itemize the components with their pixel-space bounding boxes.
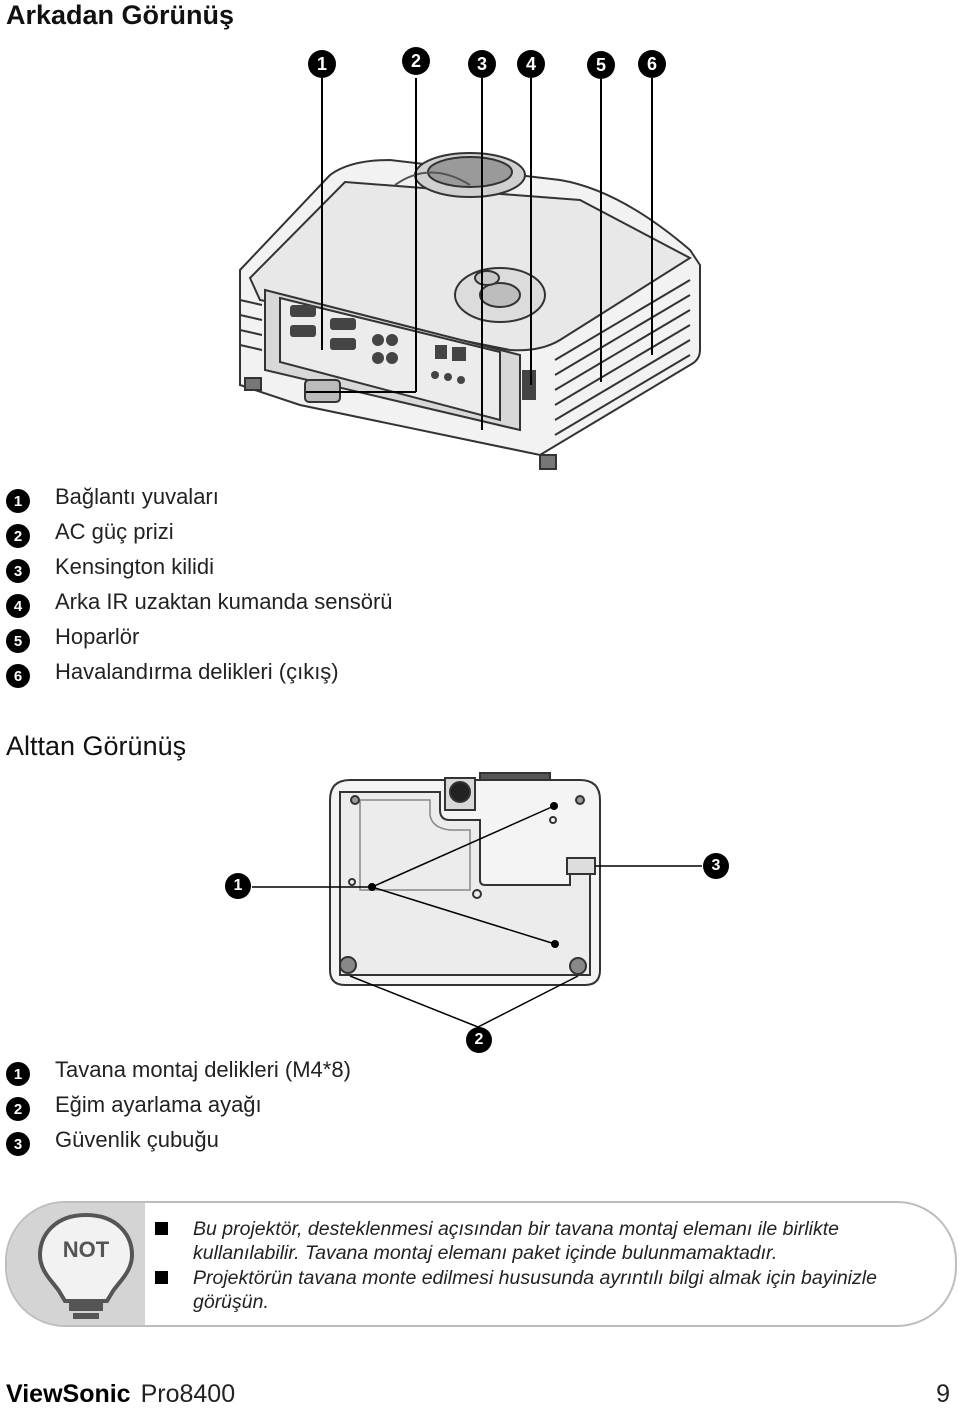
bullet-square-icon <box>155 1222 168 1235</box>
legend-number: 3 <box>6 1132 30 1156</box>
rear-callout-6: 6 <box>638 50 666 78</box>
legend-number: 2 <box>6 1097 30 1121</box>
rear-callout-5: 5 <box>587 51 615 79</box>
legend-number: 1 <box>6 1062 30 1086</box>
rear-callout-4: 4 <box>517 50 545 78</box>
legend-label: Hoparlör <box>55 624 140 649</box>
bottom-callout-3: 3 <box>703 853 729 879</box>
note-text: Projektörün tavana monte edilmesi hususu… <box>193 1267 877 1313</box>
note-icon-label: NOT <box>63 1237 110 1262</box>
bottom-view-diagram <box>252 772 702 1028</box>
lightbulb-icon: NOT <box>37 1212 135 1319</box>
footer-brand: ViewSonic Pro8400 <box>6 1380 235 1409</box>
legend-number: 3 <box>6 559 30 583</box>
bottom-callout-2: 2 <box>466 1027 492 1053</box>
rear-view-title: Arkadan Görünüş <box>6 0 235 30</box>
legend-label: Güvenlik çubuğu <box>55 1127 219 1152</box>
legend-number: 6 <box>6 664 30 688</box>
rear-view-diagram <box>239 78 701 470</box>
legend-number: 1 <box>6 489 30 513</box>
note-text: Bu projektör, desteklenmesi açısından bi… <box>193 1218 840 1264</box>
legend-label: Eğim ayarlama ayağı <box>55 1092 262 1117</box>
legend-number: 4 <box>6 594 30 618</box>
bottom-callout-1: 1 <box>225 873 251 899</box>
page-number: 9 <box>936 1380 950 1408</box>
bottom-view-title: Alttan Görünüş <box>6 731 187 761</box>
legend-label: AC güç prizi <box>55 519 174 544</box>
rear-callout-2: 2 <box>402 47 430 75</box>
brand-name: ViewSonic <box>6 1380 131 1408</box>
legend-label: Bağlantı yuvaları <box>55 484 219 509</box>
model-name: Pro8400 <box>140 1380 236 1408</box>
rear-callout-1: 1 <box>308 50 336 78</box>
legend-number: 2 <box>6 524 30 548</box>
legend-label: Kensington kilidi <box>55 554 214 579</box>
legend-number: 5 <box>6 629 30 653</box>
rear-callout-3: 3 <box>468 50 496 78</box>
legend-label: Havalandırma delikleri (çıkış) <box>55 659 339 684</box>
note-box: NOT Bu projektör, desteklenmesi açısında… <box>5 1201 957 1327</box>
bullet-square-icon <box>155 1271 168 1284</box>
legend-label: Tavana montaj delikleri (M4*8) <box>55 1057 351 1082</box>
legend-label: Arka IR uzaktan kumanda sensörü <box>55 589 393 614</box>
